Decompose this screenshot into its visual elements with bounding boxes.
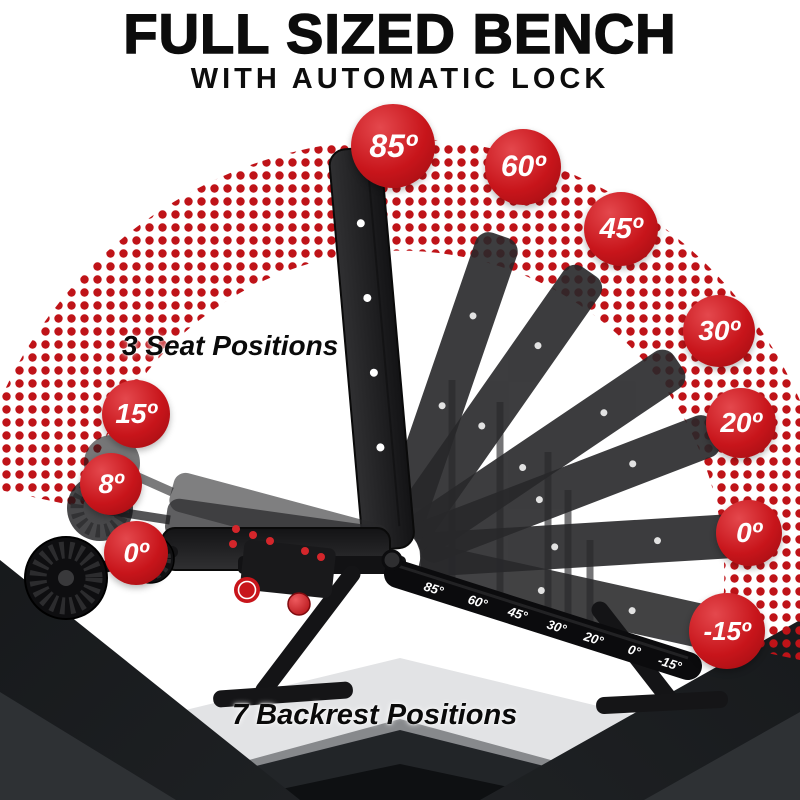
rail-label-60: 60° — [466, 592, 490, 612]
backrest-angle-badge-20: 20º — [706, 388, 776, 458]
rail-label-neg15: -15° — [656, 653, 684, 675]
seat-positions-label: 3 Seat Positions — [122, 330, 339, 361]
backrest-angle-badge-0: 0º — [716, 500, 782, 566]
rail-label-20: 20° — [581, 628, 606, 649]
rail-label-30: 30° — [545, 617, 569, 637]
backrest-ghost-20 — [414, 415, 721, 563]
rail-label-0: 0° — [626, 642, 643, 660]
backrest-ghost-45 — [394, 264, 603, 540]
backrest-positions-label: 7 Backrest Positions — [232, 699, 518, 731]
seat-angle-badge-0: 0º — [104, 521, 168, 585]
brand-badge-ring — [237, 580, 257, 600]
rail-label-45: 45° — [505, 603, 530, 624]
backrest-angle-badge-60: 60º — [485, 129, 561, 205]
backrest-angle-badge-neg15: -15º — [689, 593, 765, 669]
rail-angle-labels: 85° 60° 45° 30° 20° 0° -15° — [422, 579, 684, 675]
angle-arc — [0, 138, 800, 660]
adjustment-hole-dots — [229, 525, 325, 561]
pivot-bolt — [381, 549, 403, 571]
backrest-ghost-neg15 — [417, 544, 715, 648]
backrest-angle-badge-30: 30º — [683, 295, 755, 367]
seat-angle-badge-15: 15º — [102, 380, 170, 448]
page-subtitle: WITH AUTOMATIC LOCK — [190, 63, 610, 95]
backrest-angle-badge-45: 45º — [584, 192, 658, 266]
backrest-angle-badge-85: 85º — [351, 104, 435, 188]
leg-roller-big — [24, 536, 108, 620]
pull-pin-knob — [287, 592, 311, 616]
page-title: FULL SIZED BENCH — [123, 2, 677, 65]
seat-angle-badge-8: 8º — [80, 453, 142, 515]
header: FULL SIZED BENCH WITH AUTOMATIC LOCK — [0, 2, 800, 96]
bench-frame — [213, 549, 728, 715]
seat-bracket — [229, 525, 336, 616]
rail-label-85: 85° — [422, 579, 446, 599]
backrest-ghost-60 — [382, 232, 518, 533]
